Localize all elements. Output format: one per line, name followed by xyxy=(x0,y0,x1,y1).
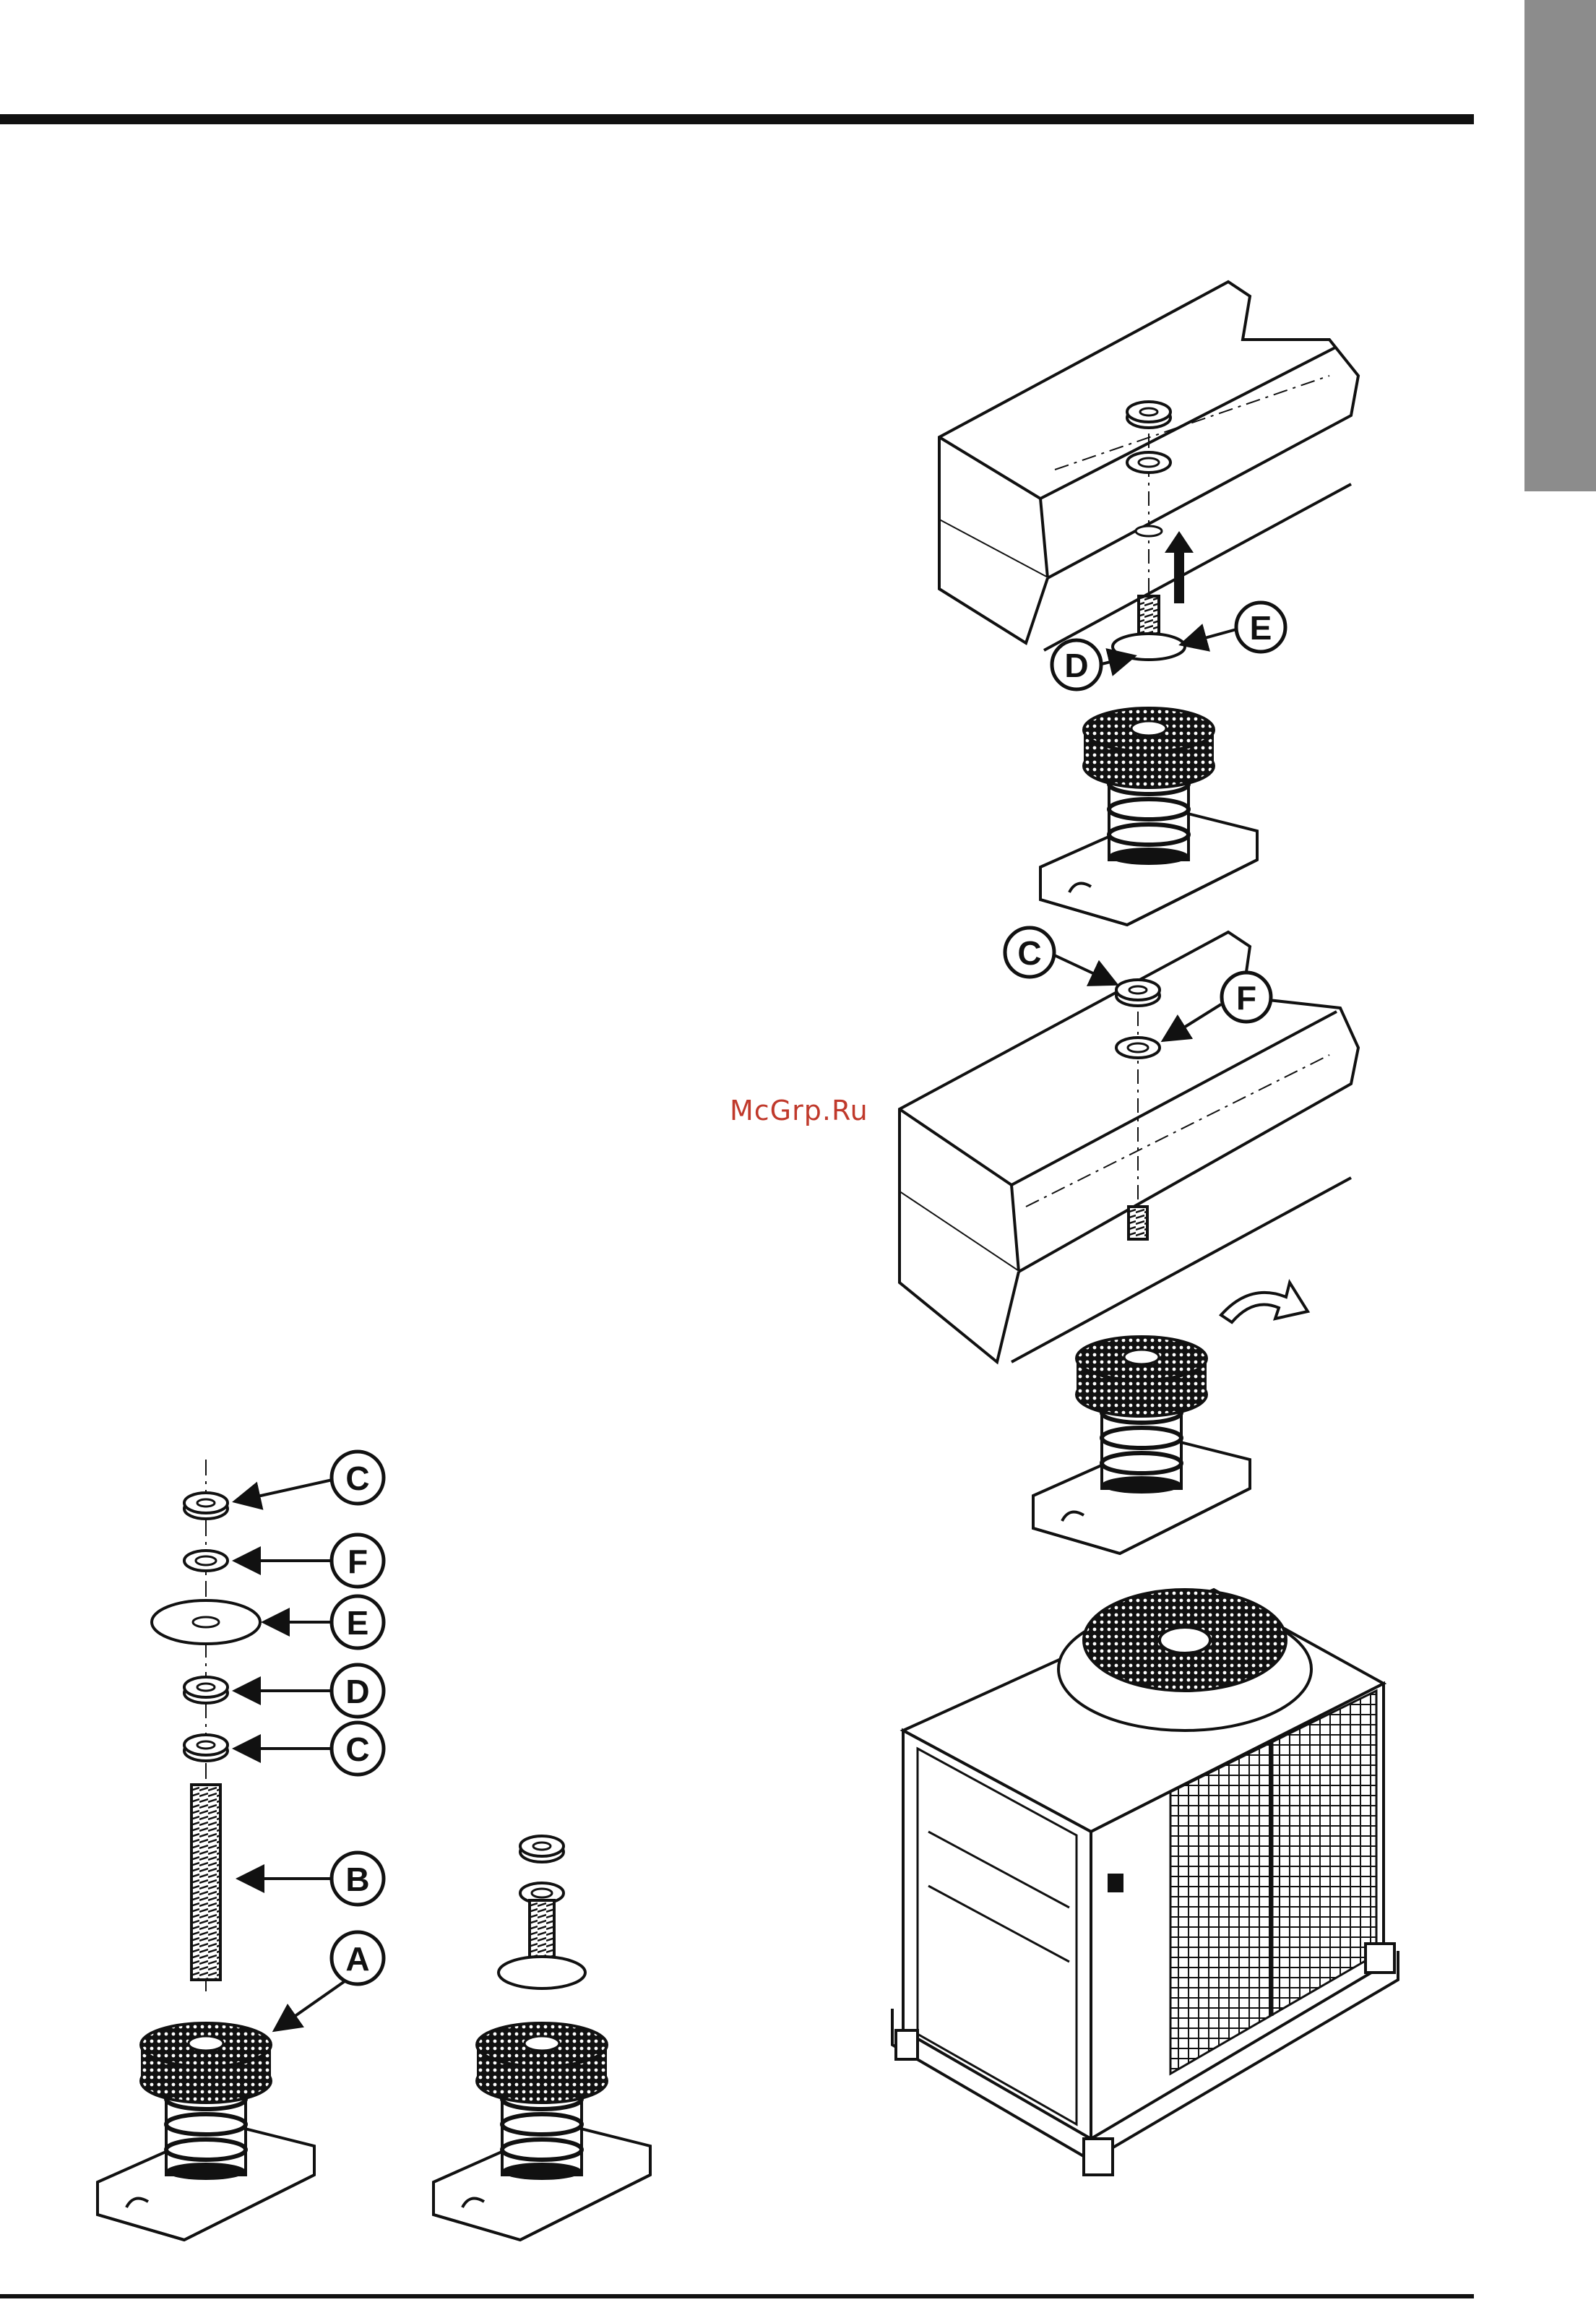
label-a: A xyxy=(345,1940,369,1978)
label-f: F xyxy=(348,1543,368,1580)
outdoor-unit xyxy=(892,1590,1398,2175)
step1-label-e: E xyxy=(1250,609,1272,647)
step2-label-f: F xyxy=(1236,979,1256,1017)
step1-beam-mount: D E xyxy=(939,282,1358,925)
label-c-top: C xyxy=(345,1460,369,1497)
label-d: D xyxy=(345,1673,369,1710)
exploded-view: C F E D C B A xyxy=(98,1452,384,2240)
step1-label-d: D xyxy=(1064,647,1088,684)
assembled-mount xyxy=(433,1836,650,2240)
step2-label-c: C xyxy=(1017,934,1041,972)
label-b: B xyxy=(345,1861,369,1898)
label-c-bottom: C xyxy=(345,1731,369,1768)
step2-tighten: C F xyxy=(900,928,1358,1553)
label-e: E xyxy=(347,1604,369,1642)
